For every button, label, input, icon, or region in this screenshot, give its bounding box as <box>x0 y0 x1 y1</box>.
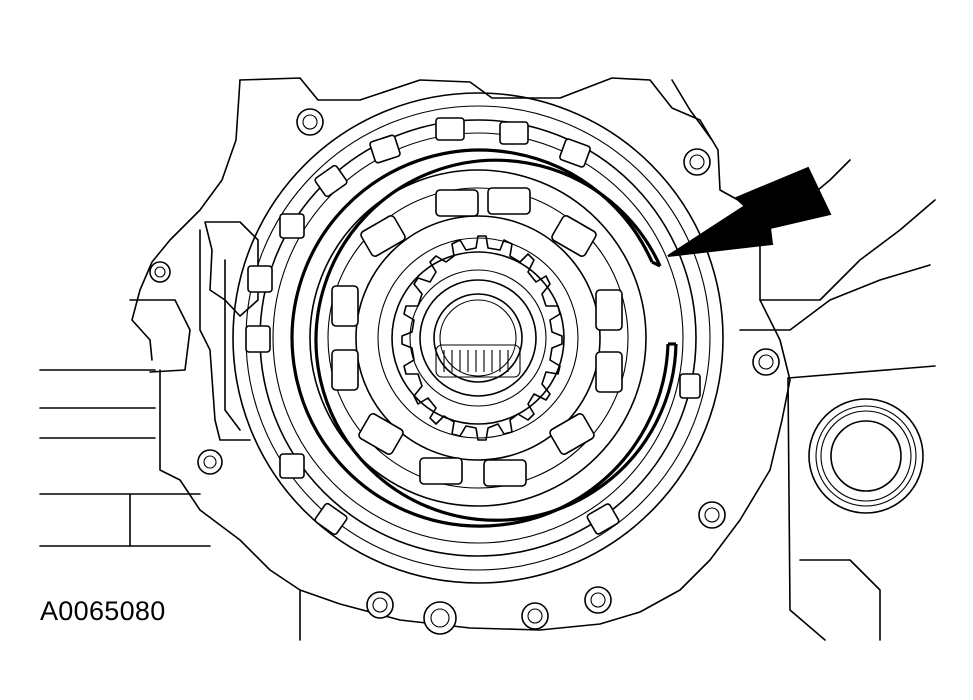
outer-tabs <box>245 117 701 536</box>
output-seal <box>808 398 924 514</box>
bolt-holes <box>149 108 780 635</box>
snap-ring <box>290 148 678 528</box>
spline-teeth <box>401 235 563 441</box>
transmission-case <box>131 77 936 641</box>
clutch-lugs <box>331 187 623 487</box>
input-shaft <box>435 344 521 378</box>
left-linkage <box>39 221 259 547</box>
clutch-assembly <box>232 92 724 584</box>
arrow-pointer-icon <box>667 166 832 257</box>
figure-id: A0065080 <box>40 596 166 626</box>
